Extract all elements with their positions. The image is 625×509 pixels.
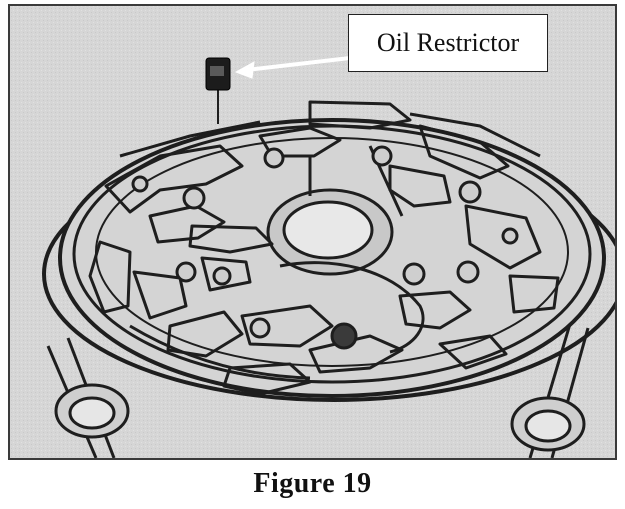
figure-photo [8,4,617,460]
valve-body-drawing [10,6,615,458]
figure-caption: Figure 19 [253,468,372,499]
oil-restrictor-part [205,57,231,124]
callout-arrow [234,56,351,79]
oil-restrictor-label: Oil Restrictor [348,14,548,72]
